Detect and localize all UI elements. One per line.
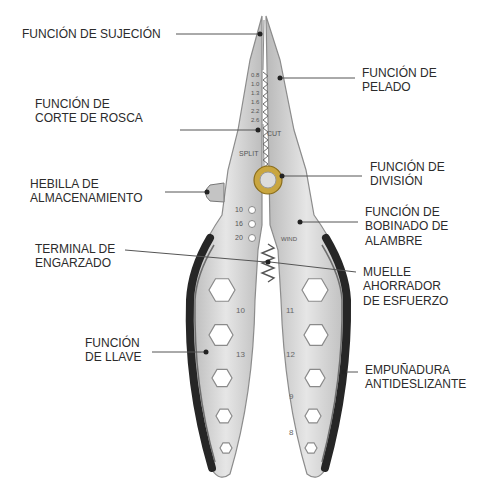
tool-marking: WIND [281, 236, 297, 243]
gauge-number: 0.8 [251, 72, 259, 79]
crimp-hole [249, 235, 256, 242]
pivot-hole [260, 172, 276, 188]
right-half [266, 16, 347, 477]
callout-label: HEBILLA DE ALMACENAMIENTO [30, 177, 155, 206]
gauge-number: 1.0 [251, 81, 259, 88]
tool-marking: SPLIT [239, 150, 258, 158]
wrench-size: 12 [286, 350, 295, 360]
callout-label: FUNCIÓN DE LLAVE [85, 336, 153, 365]
gauge-number: 2.2 [251, 108, 259, 115]
callout-label: MUELLE AHORRADOR DE ESFUERZO [363, 265, 453, 308]
wrench-size: 10 [236, 306, 245, 316]
grip-edge [195, 245, 215, 462]
crimp-hole [249, 207, 256, 214]
grip-edge [322, 245, 342, 462]
wrench-hex [216, 409, 232, 423]
gauge-number: 1.6 [251, 99, 259, 106]
callout-label: EMPUÑADURA ANTIDESLIZANTE [365, 363, 483, 392]
wrench-hex [305, 409, 321, 423]
gauge-number: 1.3 [251, 90, 259, 97]
wrench-size: 9 [289, 392, 293, 402]
pivot-ring [254, 166, 282, 194]
wrench-hex [305, 443, 317, 453]
gauge-number: 2.6 [251, 117, 259, 124]
tool-marking: CUT [267, 130, 281, 138]
callout-label: FUNCIÓN DE SUJECIÓN [22, 27, 192, 41]
wrench-hex [209, 325, 233, 346]
crimp-number: 20 [235, 234, 243, 242]
left-half [190, 16, 262, 477]
callout-label: TERMINAL DE ENGARZADO [35, 242, 135, 271]
wrench-hex [305, 369, 325, 386]
leader-lines [125, 34, 362, 372]
wrench-size: 8 [289, 428, 293, 438]
wrench-hex [220, 443, 232, 453]
callout-label: FUNCIÓN DE CORTE DE ROSCA [35, 97, 147, 126]
wrench-hex [302, 279, 328, 302]
callout-label: FUNCIÓN DE DIVISIÓN [370, 160, 465, 189]
wrench-hex [212, 369, 232, 386]
crimp-number: 16 [235, 220, 243, 228]
storage-buckle [206, 183, 225, 202]
wrench-hex [209, 279, 235, 302]
crimp-hole [249, 221, 256, 228]
spring [262, 244, 274, 282]
wrench-size: 11 [286, 306, 294, 316]
wrench-size: 13 [236, 350, 245, 360]
callout-label: FUNCIÓN DE BOBINADO DE ALAMBRE [365, 205, 460, 248]
crimp-number: 10 [235, 206, 243, 214]
leader-dots [204, 32, 347, 375]
callout-label: FUNCIÓN DE PELADO [362, 66, 457, 95]
stripping-teeth [263, 72, 268, 168]
wrench-hex [304, 325, 328, 346]
